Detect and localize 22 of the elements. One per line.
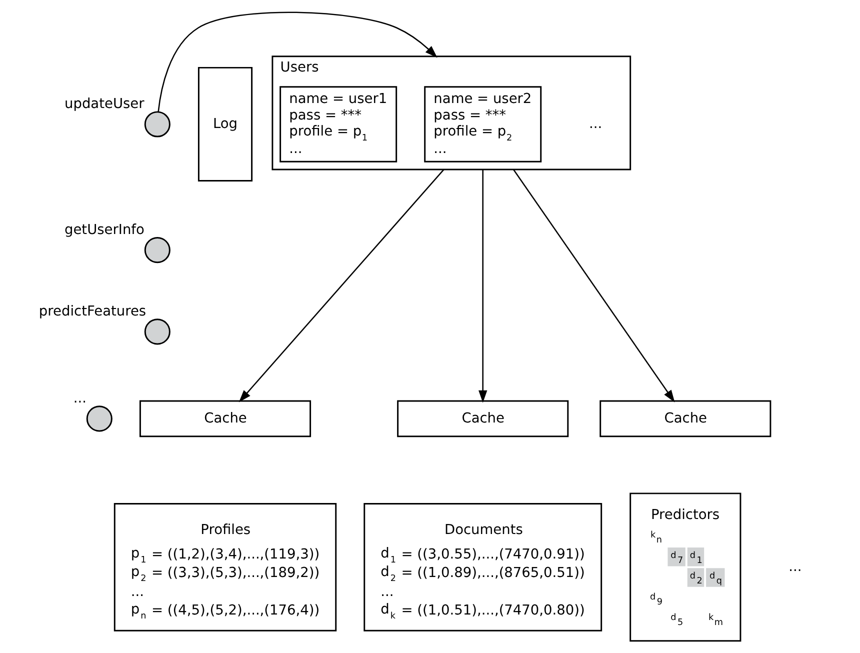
- node-circle: [86, 406, 112, 432]
- arrow: [478, 169, 487, 403]
- node-box: Profiles p$_{1}$ = ((1,2),(3,4),...,(119,3)) p$_{2}$ = ((3,3),(5,3),...,(189,2)) ... p$_{n}$ = ((4,5),(5,2),...,(176,4)): [113, 503, 336, 632]
- node-box: Log: [197, 66, 252, 182]
- node-label: predictFeatures: [38, 304, 146, 320]
- node-label: updateUser: [64, 96, 144, 112]
- arrow: [512, 169, 674, 402]
- node-box: name = user2 pass = *** profile = p$_{2}$ ...: [424, 86, 542, 162]
- node-circle: [144, 237, 170, 264]
- node-box: Cache: [138, 400, 311, 438]
- label: ...: [788, 558, 802, 575]
- node-label: ...: [72, 390, 86, 407]
- node-circle: [144, 318, 170, 345]
- label: ...: [588, 116, 602, 132]
- node-box: Cache: [599, 400, 771, 438]
- node-circle: [144, 111, 170, 138]
- node-label: getUserInfo: [64, 222, 144, 238]
- arrow: [238, 169, 444, 402]
- node-box: name = user1 pass = *** profile = p$_{1}$ ...: [279, 86, 397, 162]
- node-box: Cache: [396, 400, 568, 438]
- node-box: Documents d$_{1}$ = ((3,0.55),...,(7470,0.91)) d$_{2}$ = ((1,0.89),...,(8765,0.51)) ... d$_{k}$ = ((1,0.51),...,(7470,0.80)): [363, 503, 602, 632]
- arrow: [157, 12, 437, 112]
